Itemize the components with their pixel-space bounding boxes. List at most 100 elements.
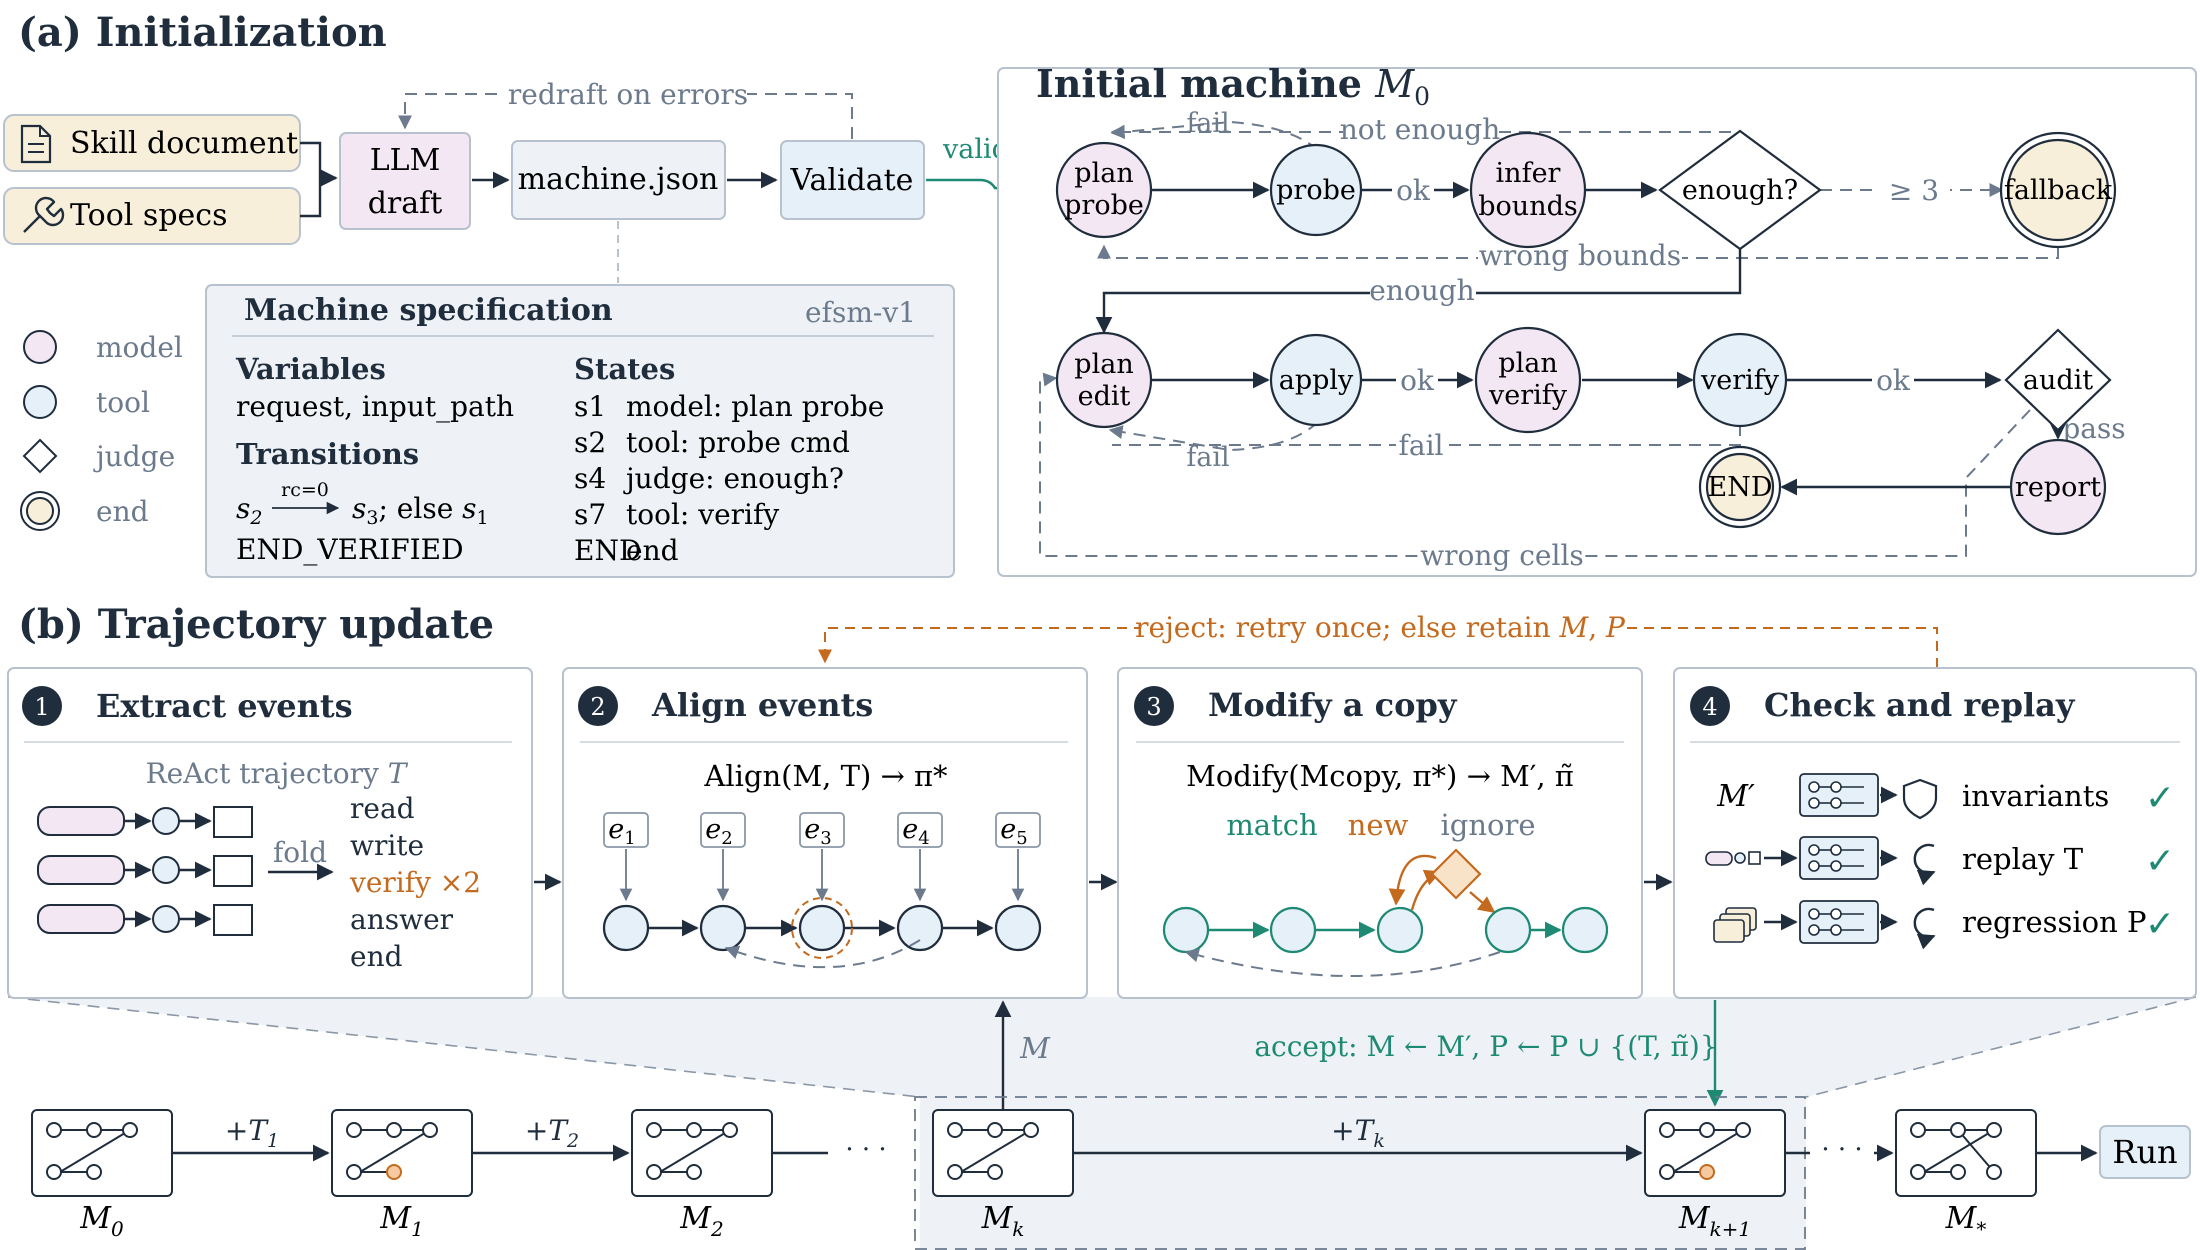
state-desc: tool: verify — [626, 498, 779, 531]
end-verified: END_VERIFIED — [236, 533, 464, 566]
panel-modify-copy: 3 Modify a copy Modify(Mcopy, π*) → M′, … — [1117, 667, 1643, 999]
regression-icon — [1913, 907, 1936, 950]
redraft-label: redraft on errors — [508, 78, 748, 111]
valid-arrow — [926, 178, 1047, 199]
node-plan-edit: plan edit — [1055, 331, 1153, 429]
state-desc: tool: probe cmd — [626, 426, 850, 459]
llm-draft-box: LLM draft — [339, 132, 471, 230]
panel-extract-events: 1 Extract events ReAct trajectory T fold — [7, 667, 533, 999]
version-label: M2 — [679, 1201, 723, 1241]
spec-version: efsm-v1 — [805, 296, 916, 329]
fold-label: fold — [273, 836, 327, 869]
svg-text:apply: apply — [1279, 365, 1354, 396]
spec-title: Machine specification — [244, 293, 613, 328]
state-id: s2 — [574, 426, 606, 459]
node-probe: probe — [1269, 143, 1363, 237]
variables-value: request, input_path — [236, 390, 514, 423]
llm-draft-line2: draft — [368, 186, 443, 221]
version-label: Mk — [981, 1201, 1025, 1241]
initial-machine-panel: Initial machine M0 ok fail not enough ≥ … — [997, 61, 2197, 577]
edge-not-enough-label: not enough — [1340, 113, 1501, 146]
event-item: write — [350, 829, 424, 862]
document-icon — [20, 124, 52, 164]
panel1-title: Extract events — [96, 687, 353, 725]
edge-apply-fail-back — [1108, 421, 1319, 452]
align-state — [994, 904, 1042, 952]
validate-label: Validate — [790, 163, 914, 198]
event-tag — [700, 812, 746, 848]
legend-judge-swatch — [22, 438, 58, 474]
event-item: verify ×2 — [349, 866, 481, 899]
reject-label: reject: retry once; else retain M, P — [1135, 611, 1626, 644]
panel1-number: 1 — [34, 693, 49, 721]
legend-ignore: ignore — [1440, 808, 1535, 842]
section-a-title: (a) Initialization — [18, 9, 387, 56]
svg-text:verify: verify — [1488, 380, 1568, 411]
state-id: END — [574, 534, 641, 567]
trajectory-increment: +T2 — [525, 1114, 579, 1152]
machine-json-label: machine.json — [518, 162, 719, 197]
node-plan-verify: plan verify — [1474, 326, 1582, 434]
svg-text:plan: plan — [1498, 348, 1557, 379]
event-tag — [799, 812, 845, 848]
panel-check-replay: 4 Check and replay M′ invariants ✓ repla… — [1673, 667, 2197, 999]
align-formula: Align(M, T) → π* — [703, 759, 948, 793]
svg-text:probe: probe — [1064, 190, 1144, 221]
state-id: s1 — [574, 390, 606, 423]
traj-label: ReAct trajectory T — [146, 757, 409, 790]
row-replay-check: ✓ — [2145, 841, 2175, 882]
legend-tool-label: tool — [96, 386, 150, 419]
state-id: s7 — [574, 498, 606, 531]
svg-text:s3; else s1: s3; else s1 — [352, 492, 489, 529]
align-state — [602, 904, 650, 952]
trajectory-row-1 — [37, 806, 253, 838]
version-label: Mk+1 — [1678, 1201, 1751, 1241]
machine-spec-panel: Machine specification efsm-v1 Variables … — [205, 284, 955, 578]
row-invariants-check: ✓ — [2145, 778, 2175, 819]
edge-ok-1: ok — [1396, 174, 1431, 207]
svg-text:plan: plan — [1074, 349, 1133, 380]
svg-text:edit: edit — [1078, 381, 1131, 412]
edge-enough-label: enough — [1369, 274, 1474, 307]
trajectory-row-3 — [37, 904, 253, 936]
panel2-number: 2 — [590, 693, 605, 721]
event-tag-label: e3 — [804, 814, 831, 849]
tool-specs-label: Tool specs — [70, 198, 228, 233]
transition-rule: s2 rc=0 s3; else s1 — [236, 479, 489, 529]
state-id: s4 — [574, 462, 606, 495]
modified-chain — [1162, 848, 1609, 977]
version-machine — [1895, 1109, 2037, 1197]
panel4-title: Check and replay — [1764, 686, 2076, 724]
row-replay-label: replay T — [1962, 842, 2084, 876]
align-state — [699, 904, 747, 952]
align-state — [896, 904, 944, 952]
svg-text:plan: plan — [1074, 158, 1133, 189]
version-machine — [932, 1109, 1074, 1197]
accept-label: accept: M ← M′, P ← P ∪ {(T, π̃)} — [1254, 1030, 1717, 1063]
inputs-merge-arrow — [300, 141, 336, 218]
version-label: M1 — [379, 1201, 423, 1241]
event-tag-label: e2 — [705, 814, 732, 849]
panel3-title: Modify a copy — [1208, 686, 1458, 724]
edge-pass-label: pass — [2062, 412, 2125, 445]
event-tag — [897, 812, 943, 848]
legend-model-swatch — [23, 330, 57, 364]
svg-text:audit: audit — [2023, 365, 2093, 396]
skill-document-label: Skill document — [70, 126, 298, 161]
row-regression-label: regression P — [1962, 905, 2147, 939]
edge-ok-3: ok — [1876, 364, 1911, 397]
replay-icon — [1913, 843, 1936, 886]
svg-text:bounds: bounds — [1478, 191, 1577, 222]
states-heading: States — [574, 352, 675, 386]
legend-match: match — [1226, 808, 1317, 842]
event-tag-label: e5 — [1000, 814, 1027, 849]
align-state — [798, 904, 846, 952]
svg-text:enough?: enough? — [1682, 175, 1798, 206]
m-prime-label: M′ — [1716, 779, 1755, 814]
event-tag — [603, 812, 649, 848]
transitions-heading: Transitions — [236, 437, 419, 471]
